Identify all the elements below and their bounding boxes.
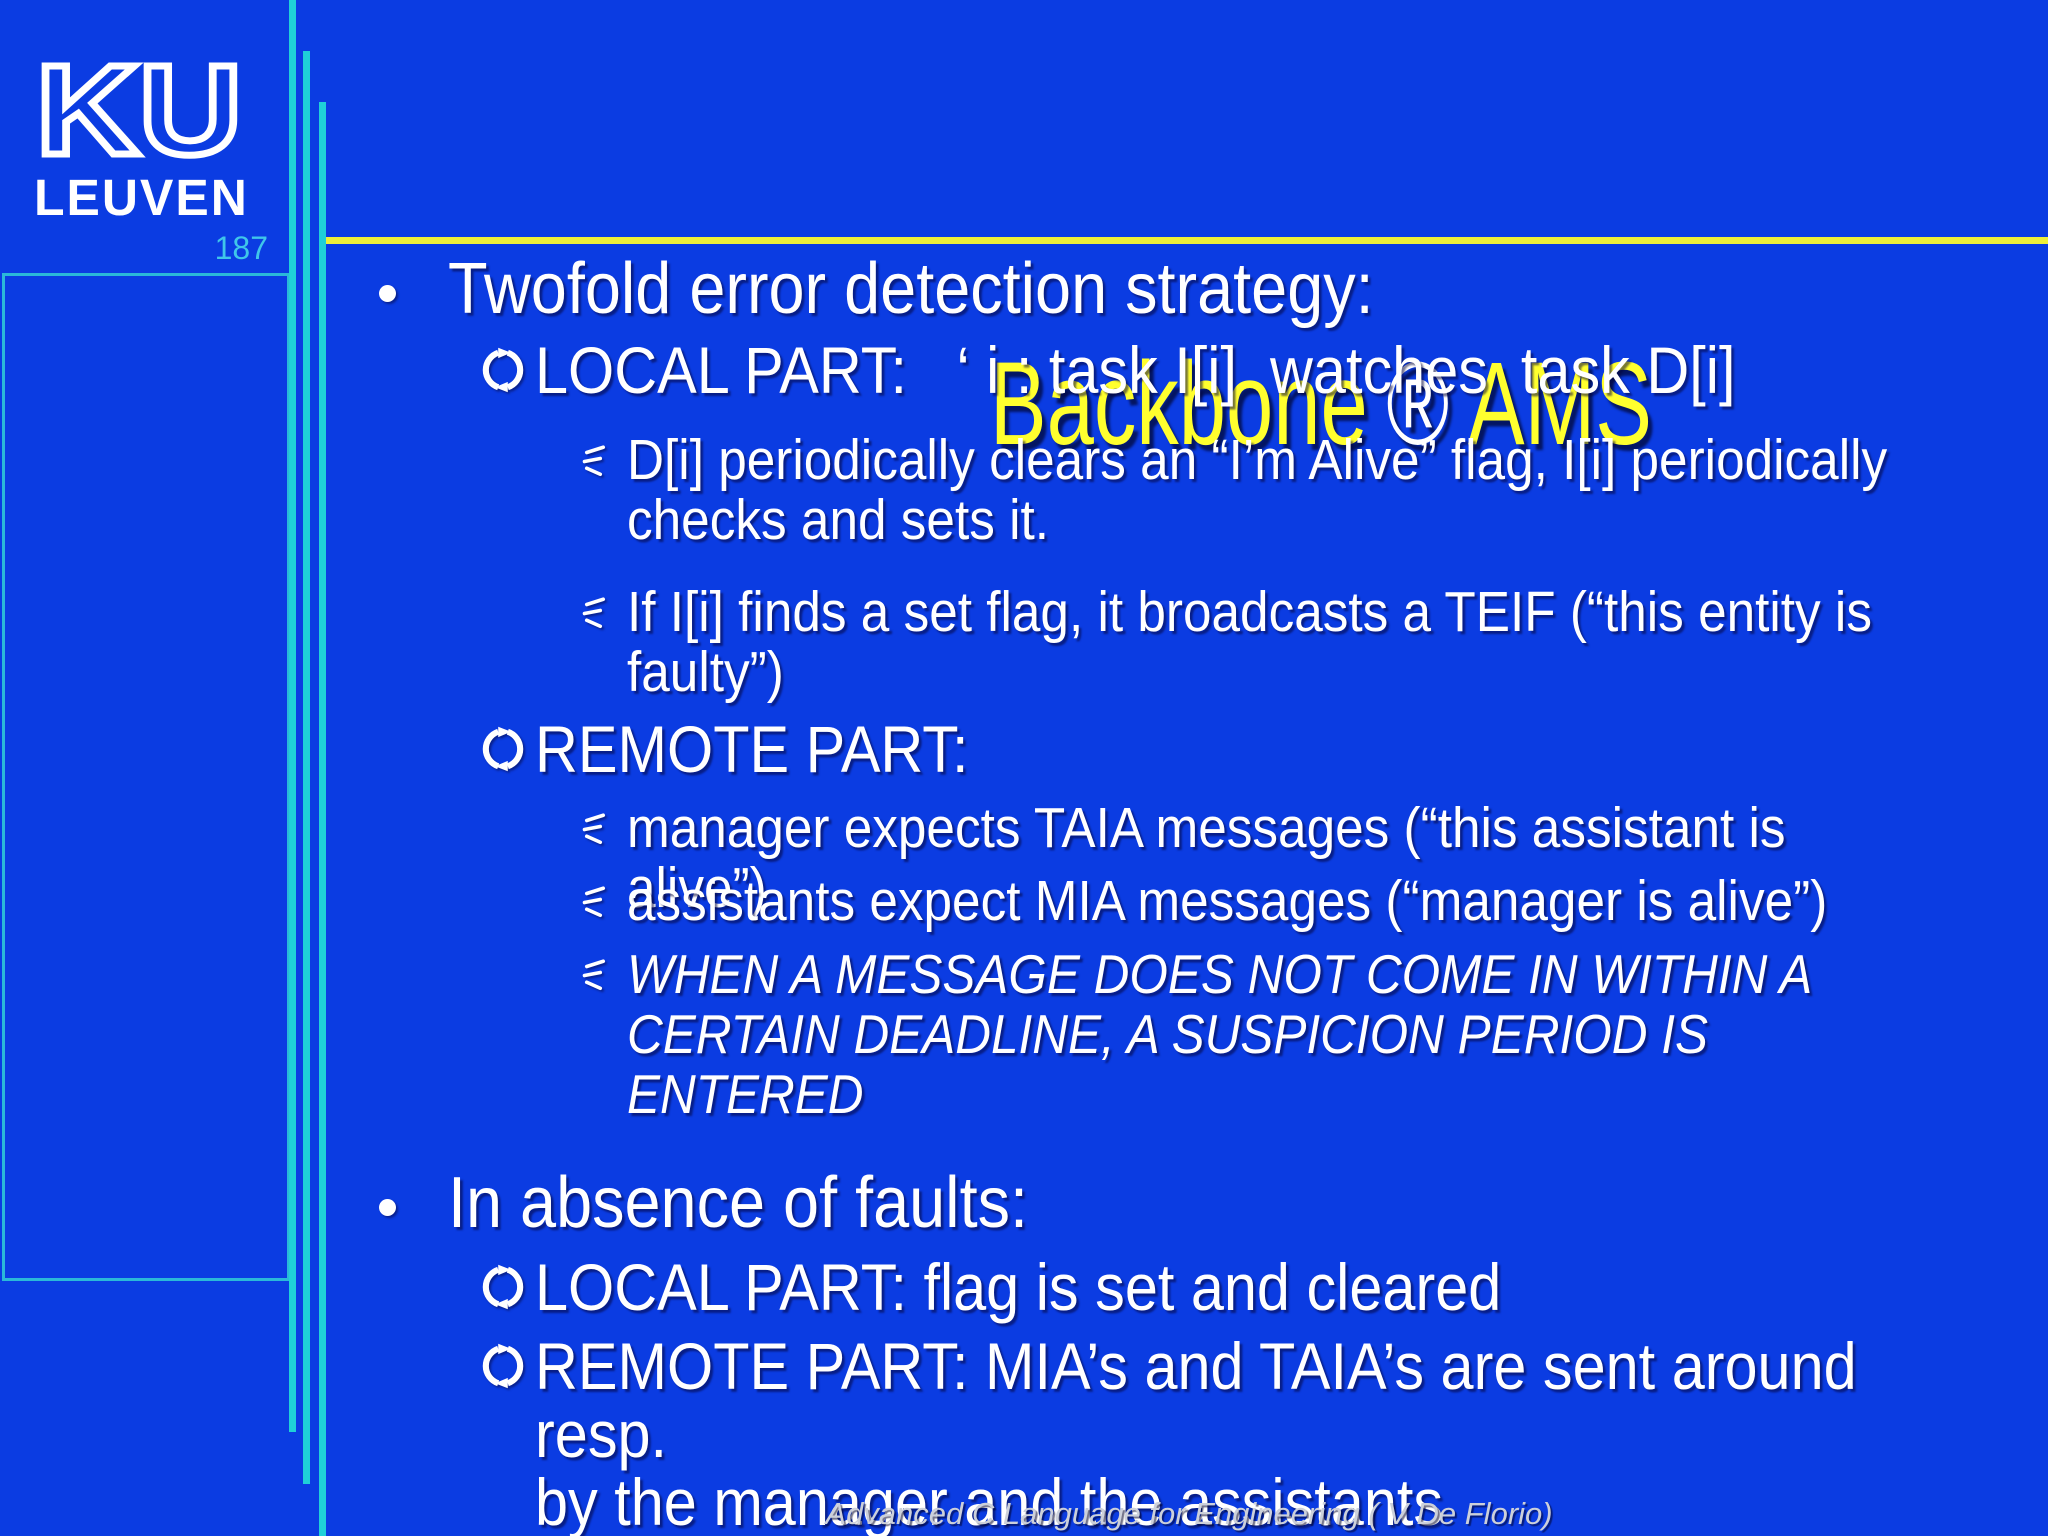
ku-leuven-logo: KU LEUVEN (34, 56, 252, 226)
circular-arrows-bullet-icon (480, 712, 535, 788)
footer-course-credit: Advanced C Language for Engineering ( V … (825, 1496, 1553, 1531)
ku-logo-monogram: KU (34, 56, 246, 168)
title-underline-rule (326, 237, 2048, 244)
bullet-item: manager expects TAIA messages (“this ass… (578, 798, 2048, 918)
sidebar-outline-rect (2, 273, 290, 1281)
bullet-text: Twofold error detection strategy: (448, 249, 1374, 329)
bullet-item: D[i] periodically clears an “I’m Alive” … (578, 430, 2027, 550)
vertical-divider-line-1 (289, 0, 296, 1432)
bullet-item: LOCAL PART: ‘ i : task I[i] watches task… (480, 333, 1869, 409)
page-number: 187 (214, 230, 268, 266)
title-word-2: AMS (1468, 338, 1653, 470)
bullet-text: assistants expect MIA messages (“manager… (627, 869, 1828, 933)
bullet-text: LOCAL PART: flag is set and cleared (535, 1250, 1502, 1324)
bullet-text: REMOTE PART: (535, 712, 969, 786)
circular-arrows-bullet-icon (480, 1250, 535, 1326)
dot-bullet-icon (377, 1163, 448, 1216)
bullet-text: REMOTE PART: MIA’s and TAIA’s are sent a… (535, 1329, 1857, 1536)
bullet-item: LOCAL PART: flag is set and cleared (480, 1250, 1609, 1326)
bullet-item: In absence of faults: (377, 1163, 1092, 1244)
vertical-divider-line-3 (319, 102, 326, 1536)
bullet-item: REMOTE PART: MIA’s and TAIA’s are sent a… (480, 1332, 2048, 1536)
bullet-item: If I[i] finds a set flag, it broadcasts … (578, 582, 2010, 702)
vertical-divider-line-2 (303, 51, 310, 1484)
bullet-text: D[i] periodically clears an “I’m Alive” … (627, 428, 1888, 552)
circular-arrows-bullet-icon (480, 333, 535, 409)
bullet-item: assistants expect MIA messages (“manager… (578, 871, 1961, 931)
bullet-text: manager expects TAIA messages (“this ass… (627, 796, 1800, 920)
registered-trademark-icon: ® (1386, 338, 1450, 470)
bullet-text: WHEN A MESSAGE DOES NOT COME IN WITHIN A… (627, 943, 1813, 1125)
leuven-logo-text: LEUVEN (34, 169, 249, 227)
bullet-text: In absence of faults: (448, 1163, 1028, 1243)
stroke-flick-bullet-icon (578, 944, 627, 1004)
stroke-flick-bullet-icon (578, 582, 627, 642)
bullet-text: If I[i] finds a set flag, it broadcasts … (627, 580, 1872, 704)
bullet-item: WHEN A MESSAGE DOES NOT COME IN WITHIN A… (578, 944, 2048, 1124)
bullet-text: LOCAL PART: ‘ i : task I[i] watches task… (535, 333, 1736, 407)
bullet-item: Twofold error detection strategy: (377, 249, 1477, 330)
bullet-item: REMOTE PART: (480, 712, 1017, 788)
ku-logo-text: KU (36, 56, 242, 168)
stroke-flick-bullet-icon (578, 430, 627, 490)
dot-bullet-icon (377, 249, 448, 302)
slide-title: Backbone®AMS (330, 64, 2040, 744)
title-word-1: Backbone (990, 338, 1369, 470)
circular-arrows-bullet-icon (480, 1332, 535, 1400)
stroke-flick-bullet-icon (578, 798, 627, 858)
stroke-flick-bullet-icon (578, 871, 627, 931)
